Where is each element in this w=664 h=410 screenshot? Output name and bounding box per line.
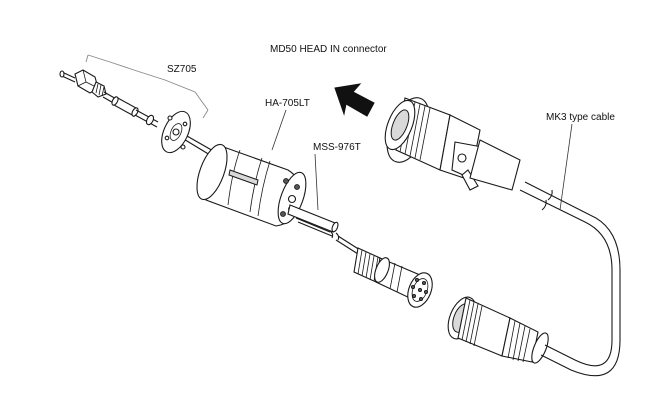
md50-head-in-connector bbox=[384, 97, 521, 191]
mss976t-cable bbox=[287, 204, 361, 255]
mk3-cable-loop bbox=[519, 181, 621, 377]
arrow-up-left-icon bbox=[334, 83, 375, 117]
label-mk3-cable: MK3 type cable bbox=[546, 112, 615, 123]
ha705lt-amplifier bbox=[196, 143, 307, 227]
label-md50-head-in: MD50 HEAD IN connector bbox=[270, 44, 387, 55]
label-sz705: SZ705 bbox=[167, 64, 197, 75]
sz705-sensor bbox=[59, 69, 191, 154]
leader-mk3 bbox=[559, 123, 573, 211]
mss976t-connector bbox=[353, 247, 433, 308]
label-mss976t: MSS-976T bbox=[313, 142, 361, 153]
leader-ha705lt bbox=[271, 109, 287, 151]
mk3-lower-connector bbox=[447, 296, 549, 364]
leader-mss976t bbox=[314, 153, 319, 211]
sz705-bracket bbox=[87, 54, 209, 111]
label-ha705lt: HA-705LT bbox=[265, 98, 310, 109]
